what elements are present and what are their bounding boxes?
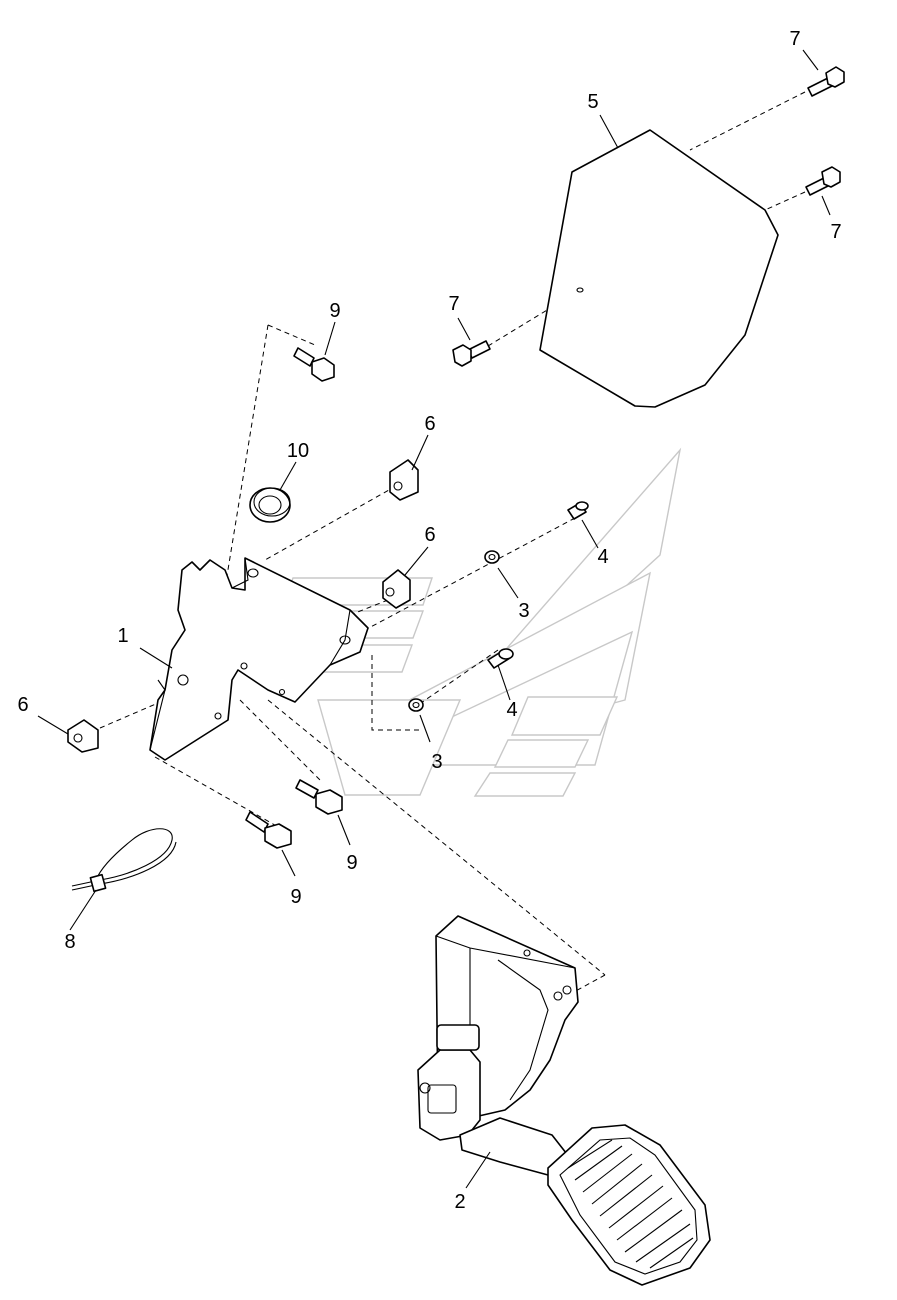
callout-3-upper: 3 — [518, 600, 529, 622]
clip-nut-6-middle — [382, 569, 411, 609]
callout-6-top: 6 — [424, 413, 435, 435]
bolt-7-right — [805, 166, 841, 196]
callout-7-left: 7 — [448, 293, 459, 315]
washer-3-lower — [408, 698, 424, 712]
callout-7-top: 7 — [789, 28, 800, 50]
clip-nut-6-top — [389, 459, 419, 501]
cover-plate — [539, 129, 779, 408]
callout-labels: 1 2 3 3 4 4 5 6 6 6 7 7 7 8 9 9 9 10 — [17, 28, 841, 1213]
callout-leaders — [37, 49, 831, 1189]
callout-9-middle: 9 — [346, 852, 357, 874]
callout-4-upper: 4 — [597, 546, 608, 568]
washer-3-upper — [484, 550, 500, 564]
bolt-7-left — [452, 340, 491, 367]
bolt-9-lower — [245, 811, 292, 849]
callout-4-lower: 4 — [506, 699, 517, 721]
cable-tie — [71, 828, 177, 893]
callout-9-lower: 9 — [290, 886, 301, 908]
bolt-9-upper — [293, 347, 335, 382]
bolt-7-upper — [807, 66, 845, 97]
grommet — [249, 487, 291, 523]
callout-3-lower: 3 — [431, 751, 442, 773]
callout-2: 2 — [454, 1191, 465, 1213]
bolt-4-lower — [487, 648, 514, 669]
callout-6-middle: 6 — [424, 524, 435, 546]
callout-5: 5 — [587, 91, 598, 113]
callout-7-right: 7 — [830, 221, 841, 243]
clip-nut-6-left — [67, 719, 99, 753]
callout-1: 1 — [117, 625, 128, 647]
assembly-lines — [99, 91, 806, 994]
callout-9-top: 9 — [329, 300, 340, 322]
accelerator-pedal — [417, 915, 711, 1286]
mounting-bracket — [149, 557, 369, 761]
callout-6-left: 6 — [17, 694, 28, 716]
bolt-9-middle — [295, 779, 343, 815]
callout-8: 8 — [64, 931, 75, 953]
callout-10: 10 — [287, 440, 309, 462]
bolt-4-upper — [567, 501, 589, 520]
